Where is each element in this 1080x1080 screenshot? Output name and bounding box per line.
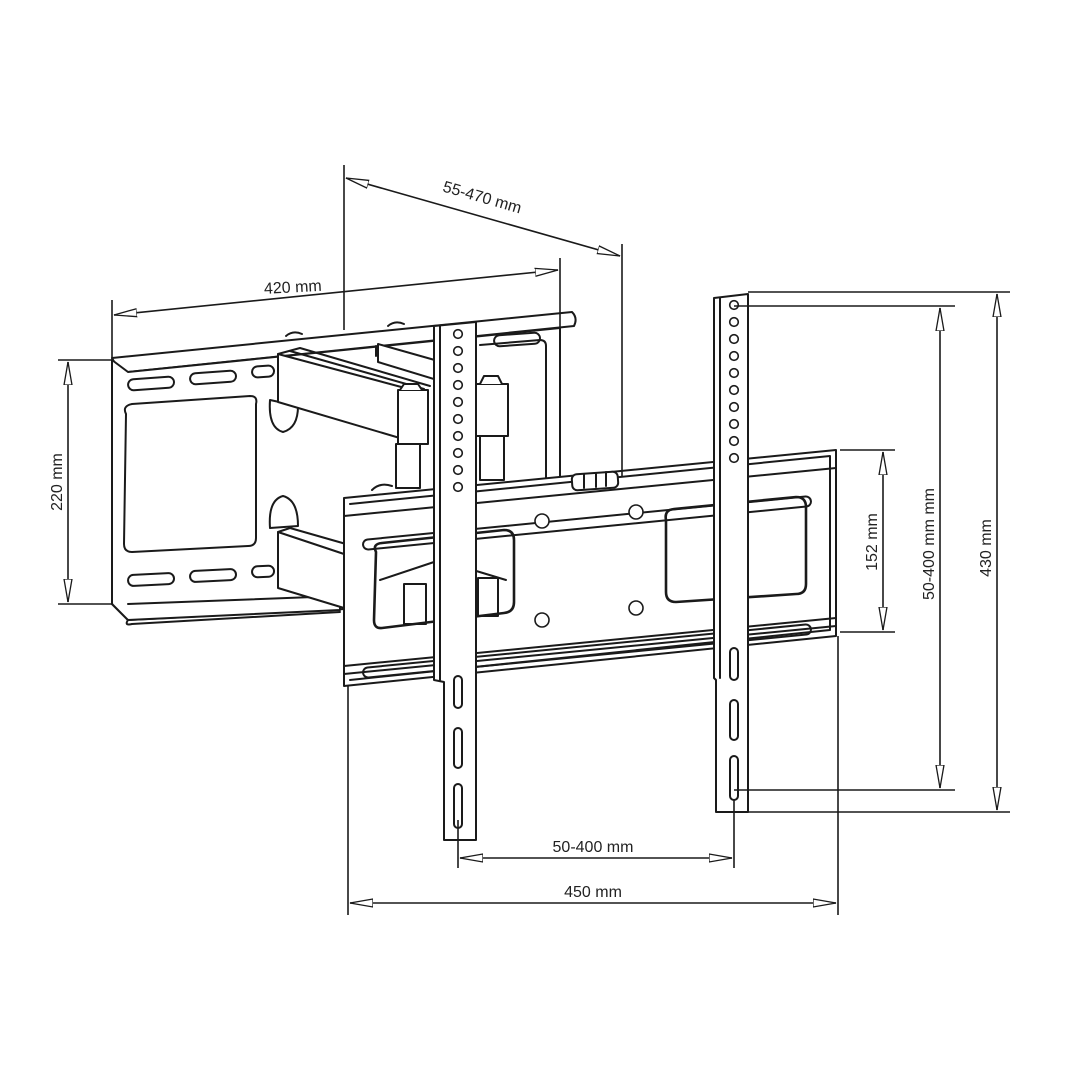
dimension-bracket-height: 430 mm bbox=[978, 294, 997, 810]
bubble-level bbox=[570, 470, 620, 492]
left-vertical-bracket bbox=[433, 321, 477, 841]
dimension-wall-plate-width: 420 mm bbox=[114, 270, 558, 315]
upper-arm bbox=[277, 343, 509, 489]
dimension-tv-plate-height: 152 mm bbox=[864, 452, 883, 630]
label-tv-plate-width: 450 mm bbox=[564, 884, 622, 901]
dimension-vesa-vertical: 50-400 mm mm bbox=[921, 308, 940, 788]
label-vesa-vertical: 50-400 mm mm bbox=[921, 488, 938, 600]
dimension-wall-plate-height: 220 mm bbox=[49, 362, 68, 602]
label-bracket-height: 430 mm bbox=[978, 519, 995, 577]
label-arm-extension: 55-470 mm bbox=[441, 179, 523, 218]
label-wall-plate-height: 220 mm bbox=[49, 453, 66, 511]
dimension-tv-plate-width: 450 mm bbox=[350, 884, 836, 903]
right-vertical-bracket bbox=[713, 293, 749, 813]
dimension-vesa-horizontal: 50-400 mm bbox=[460, 839, 732, 858]
dimension-arm-extension: 55-470 mm bbox=[346, 177, 620, 257]
extension-lines bbox=[58, 165, 1010, 915]
label-tv-plate-height: 152 mm bbox=[864, 513, 881, 571]
label-wall-plate-width: 420 mm bbox=[264, 278, 323, 298]
label-vesa-horizontal: 50-400 mm bbox=[553, 839, 634, 856]
